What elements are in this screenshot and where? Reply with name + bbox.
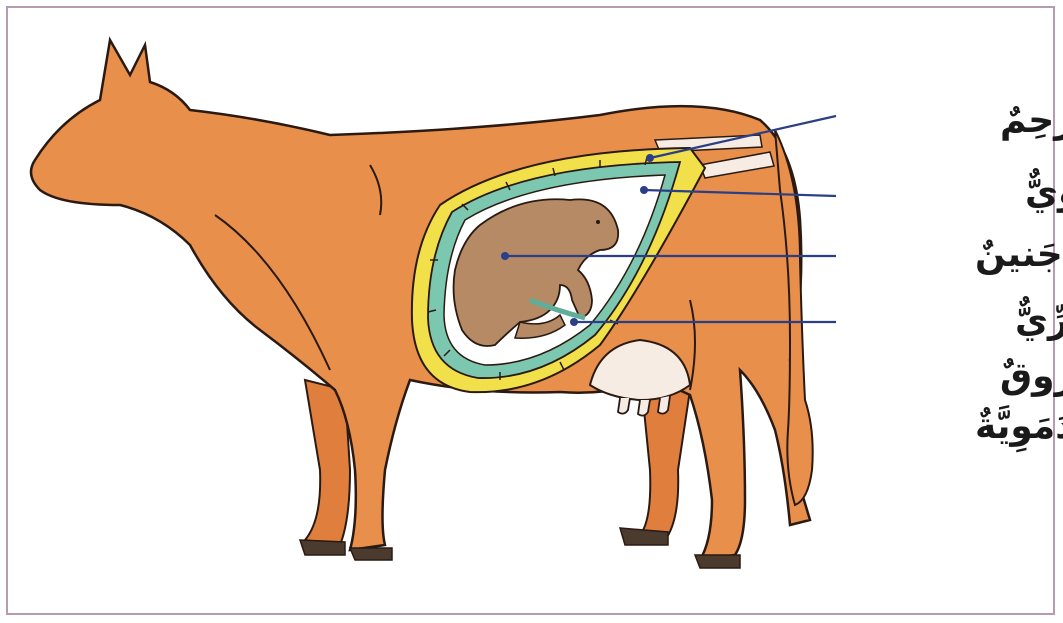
fetus-eye (596, 220, 600, 224)
pointer-dot (501, 252, 509, 260)
cow-hoof (300, 540, 345, 555)
cow-hoof (350, 548, 392, 560)
cow-hoof (695, 555, 740, 568)
label-fetus: جَنينٌ (975, 234, 1063, 275)
pointer-dot (646, 154, 654, 162)
label-umbilical-cord-line1: حَبْلٌ سُرِّيٌّ (1015, 295, 1063, 341)
label-uterus: رَحِمٌ (1000, 100, 1063, 141)
pointer-dot (640, 186, 648, 194)
label-umbilical-cord-line2: بِهِ عُروقٌ (1000, 356, 1063, 400)
label-amniotic-fluid: سائِلٌ سَلَوِيٌّ (1025, 167, 1063, 219)
labels: رَحِمٌ سائِلٌ سَلَوِيٌّ جَنينٌ حَبْلٌ سُ… (975, 100, 1063, 453)
label-umbilical-cord-line3: دَمَوِيَّةٌ (975, 404, 1063, 453)
pointer-dot (570, 318, 578, 326)
